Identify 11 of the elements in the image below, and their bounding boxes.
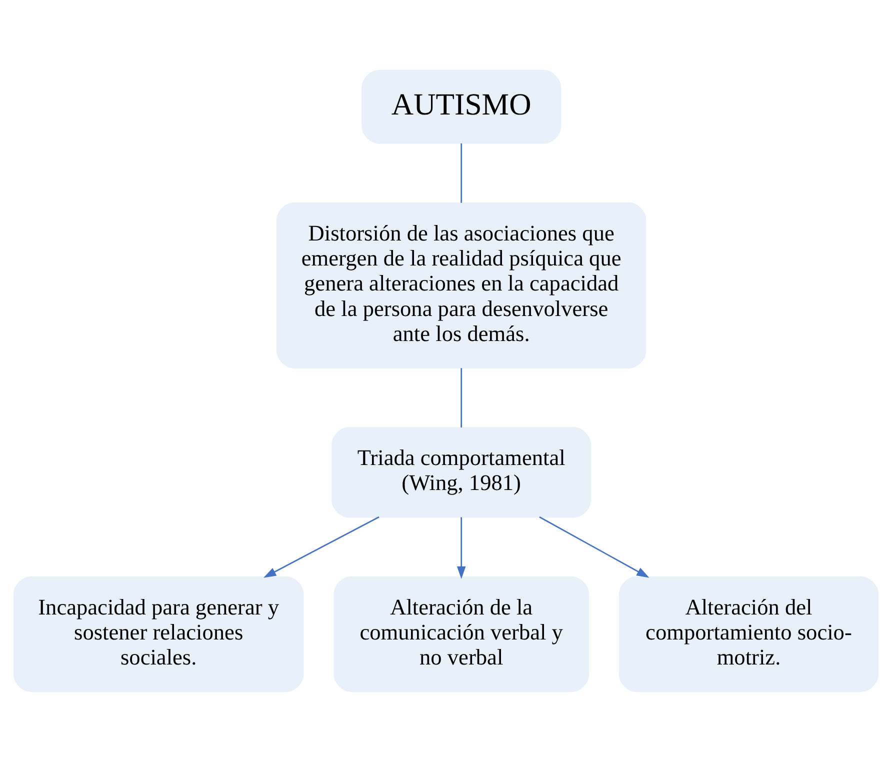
node-box: Incapacidad para generar y sostener relaciones sociales.	[14, 576, 304, 692]
arrow	[264, 516, 380, 578]
arrow	[456, 517, 466, 579]
connector	[460, 143, 462, 203]
node-box: Triada comportamental (Wing, 1981)	[332, 427, 592, 518]
node-box: Alteración del comportamiento socio-motriz.	[619, 576, 878, 692]
connector	[460, 368, 462, 428]
node-box: AUTISMO	[362, 70, 562, 144]
arrow	[539, 516, 650, 578]
node-box: Alteración de la comunicación verbal y no verbal	[334, 576, 589, 692]
node-box: Distorsión de las asociaciones que emergen de la realidad psíquica que genera alteraciones en la capacidad de la persona para desenvolverse ante los demás.	[276, 202, 646, 368]
